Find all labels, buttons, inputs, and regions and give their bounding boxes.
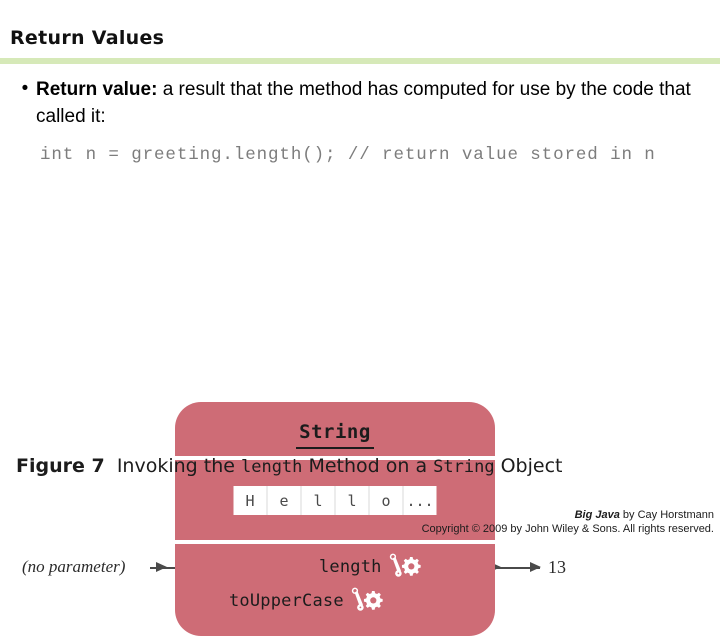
footer-byline: by Cay Horstmann bbox=[619, 509, 714, 521]
footer: Big Java by Cay Horstmann Copyright © 20… bbox=[422, 508, 714, 536]
list-item: • Return value: a result that the method… bbox=[14, 76, 714, 130]
no-parameter-label: (no parameter) bbox=[22, 557, 126, 576]
bullet-lead-term: Return value: bbox=[36, 79, 158, 100]
bullet-list: • Return value: a result that the method… bbox=[14, 76, 714, 130]
method-row: toUpperCase bbox=[229, 586, 384, 616]
char-cell: e bbox=[267, 486, 302, 515]
object-type-underline bbox=[296, 447, 374, 449]
object-methods-band: length bbox=[175, 544, 495, 636]
character-cells: H e l l o ... bbox=[233, 486, 437, 515]
figure-caption-mono-string: String bbox=[433, 457, 495, 477]
char-cell: ... bbox=[403, 486, 437, 515]
figure-diagram: (no parameter) 13 String H e l l o ... l… bbox=[0, 195, 720, 636]
code-snippet: int n = greeting.length(); // return val… bbox=[40, 145, 656, 165]
arrow-head-icon bbox=[156, 562, 167, 572]
char-cell: l bbox=[301, 486, 336, 515]
return-value-label: 13 bbox=[548, 557, 566, 577]
figure-caption-part3: Object bbox=[494, 455, 563, 477]
footer-copyright: Copyright © 2009 by John Wiley & Sons. A… bbox=[421, 523, 714, 535]
footer-attribution: Big Java by Cay Horstmann bbox=[422, 508, 714, 522]
bullet-rest-text: a result that the method has computed fo… bbox=[36, 79, 691, 127]
figure-caption-part1: Invoking the bbox=[116, 455, 241, 477]
method-name-length: length bbox=[319, 557, 382, 577]
char-cell: o bbox=[369, 486, 404, 515]
arrow-head-icon bbox=[530, 562, 541, 572]
object-header-band: String bbox=[175, 402, 495, 456]
figure-number: Figure 7 bbox=[16, 455, 105, 477]
char-cell: l bbox=[335, 486, 370, 515]
char-cell: H bbox=[233, 486, 268, 515]
gear-wrench-icon bbox=[388, 552, 422, 582]
method-name-touppercase: toUpperCase bbox=[229, 591, 344, 611]
bullet-text: Return value: a result that the method h… bbox=[36, 76, 714, 130]
object-data-band: H e l l o ... bbox=[175, 460, 495, 540]
gear-wrench-icon bbox=[350, 586, 384, 616]
page-title: Return Values bbox=[10, 27, 165, 49]
object-type-name: String bbox=[299, 421, 371, 443]
figure-caption-part2: Method on a bbox=[302, 455, 434, 477]
footer-book-title: Big Java bbox=[574, 509, 620, 521]
figure-caption-mono-length: length bbox=[240, 457, 303, 477]
title-divider bbox=[0, 58, 720, 64]
figure-caption: Figure 7 Invoking the length Method on a… bbox=[16, 455, 562, 477]
method-row: length bbox=[229, 552, 422, 582]
bullet-marker: • bbox=[21, 78, 29, 99]
